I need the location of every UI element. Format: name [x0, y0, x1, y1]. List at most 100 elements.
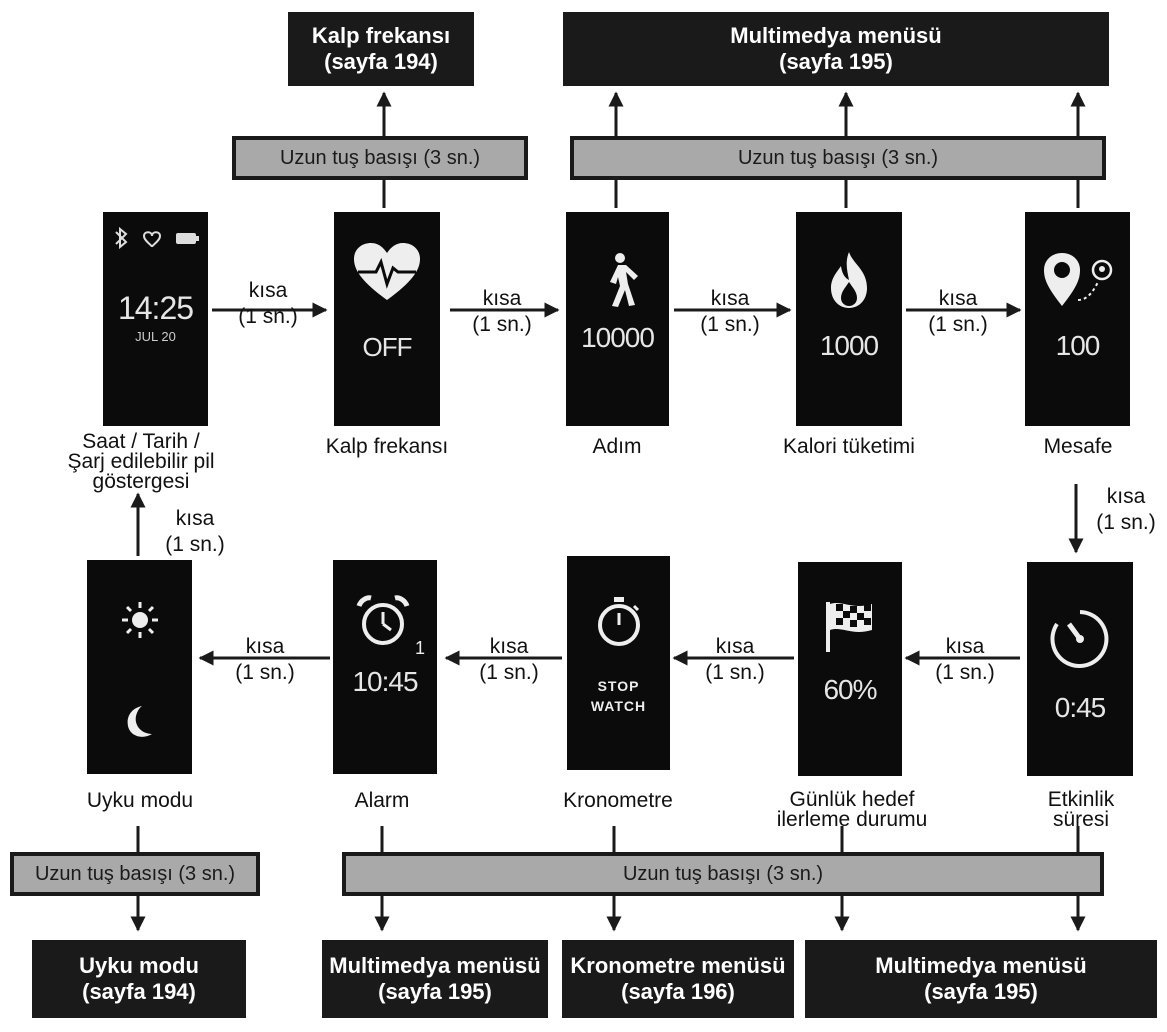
calories-value: 1000 [819, 330, 879, 361]
short-label-text: kısa [248, 279, 288, 302]
caption-stopwatch: Kronometre [544, 790, 692, 811]
caption-activity-line1: Etkinlik [1047, 788, 1115, 811]
long-press-bar-heart: Uzun tuş basışı (3 sn.) [232, 136, 528, 180]
timer-icon [1050, 610, 1109, 668]
short-label-text: kısa [245, 635, 285, 658]
caption-sleep: Uyku modu [62, 790, 218, 811]
bluetooth-icon [114, 226, 127, 250]
screen-clock: 14:25 JUL 20 [103, 212, 208, 426]
caption-activity-line2: süresi [1052, 808, 1110, 831]
location-pin-icon [1043, 253, 1112, 306]
dest-sleep: Uyku modu (sayfa 194) [32, 940, 246, 1018]
dest-heart-page: (sayfa 194) [324, 49, 438, 74]
moon-icon [127, 706, 152, 737]
caption-stopwatch-text: Kronometre [563, 789, 673, 812]
steps-value: 10000 [581, 322, 655, 353]
caption-clock-line2: Şarj edilebilir pil [67, 450, 215, 473]
caption-clock-line1: Saat / Tarih / [82, 430, 200, 453]
short-label-text: kısa [715, 635, 755, 658]
caption-distance-text: Mesafe [1043, 435, 1113, 458]
dest-stopwatch-menu: Kronometre menüsü (sayfa 196) [562, 940, 794, 1018]
caption-calories-text: Kalori tüketimi [783, 435, 915, 458]
dest-heart-title: Kalp frekansı [311, 23, 451, 48]
battery-icon [175, 233, 196, 244]
dest-multimedia-title: Multimedya menüsü [730, 23, 942, 48]
alarm-clock-icon [356, 595, 410, 645]
heart-value: OFF [362, 332, 413, 362]
caption-heart-text: Kalp frekansı [325, 435, 449, 458]
caption-goal-line1: Günlük hedef [789, 788, 915, 811]
short-label-text: kısa [945, 635, 985, 658]
stopwatch-icon [597, 597, 640, 646]
screen-calories: 1000 [796, 212, 902, 426]
clock-date: JUL 20 [135, 329, 176, 344]
screen-heart: OFF [334, 212, 440, 426]
dest-multimedia-top: Multimedya menüsü (sayfa 195) [563, 12, 1109, 86]
short-duration-text: (1 sn.) [472, 313, 532, 336]
walking-person-icon [609, 253, 638, 307]
short-label-text: kısa [938, 287, 978, 310]
long-press-bar-top: Uzun tuş basışı (3 sn.) [570, 136, 1106, 180]
dest-stopwatch-title: Kronometre menüsü [570, 953, 786, 978]
dest-multimedia-b-title: Multimedya menüsü [875, 953, 1087, 978]
short-duration-text: (1 sn.) [165, 533, 225, 556]
screen-stopwatch: STOP WATCH [567, 556, 670, 770]
dest-multimedia-a-page: (sayfa 195) [378, 979, 492, 1004]
distance-value: 100 [1055, 330, 1101, 361]
short-label-text: kısa [489, 635, 529, 658]
short-label-distance-activity: kısa (1 sn.) [1084, 484, 1167, 536]
checkered-flag-icon [826, 602, 872, 652]
dest-stopwatch-page: (sayfa 196) [621, 979, 735, 1004]
long-press-bar-bottom: Uzun tuş basışı (3 sn.) [342, 852, 1104, 896]
screen-sleep [87, 560, 192, 774]
dest-multimedia-a: Multimedya menüsü (sayfa 195) [322, 940, 548, 1018]
short-duration-text: (1 sn.) [928, 313, 988, 336]
caption-calories: Kalori tüketimi [764, 436, 934, 457]
short-label-steps-calories: kısa (1 sn.) [680, 286, 780, 338]
screen-distance: 100 [1025, 212, 1130, 426]
caption-goal: Günlük hedef ilerleme durumu [764, 788, 940, 831]
stopwatch-line1: STOP [597, 678, 640, 694]
short-label-activity-goal: kısa (1 sn.) [912, 634, 1018, 686]
heart-pulse-icon [354, 243, 420, 300]
screen-goal: 60% [798, 562, 902, 776]
long-press-bar-sleep: Uzun tuş basışı (3 sn.) [10, 852, 260, 896]
short-label-goal-stopwatch: kısa (1 sn.) [682, 634, 788, 686]
screen-alarm: 1 10:45 [333, 560, 437, 774]
stopwatch-line2: WATCH [590, 698, 647, 714]
dest-sleep-title: Uyku modu [79, 953, 199, 978]
short-label-clock-heart: kısa (1 sn.) [218, 278, 318, 330]
short-duration-text: (1 sn.) [705, 661, 765, 684]
sun-icon [121, 602, 158, 638]
caption-distance: Mesafe [1016, 436, 1140, 457]
dest-multimedia-page: (sayfa 195) [779, 49, 893, 74]
caption-clock-line3: göstergesi [92, 470, 190, 493]
heart-outline-icon [142, 231, 161, 248]
short-label-sleep-clock: kısa (1 sn.) [150, 506, 240, 558]
caption-clock: Saat / Tarih / Şarj edilebilir pil göste… [30, 430, 252, 493]
caption-activity: Etkinlik süresi [1026, 788, 1136, 831]
short-label-heart-steps: kısa (1 sn.) [452, 286, 552, 338]
status-icons [114, 226, 199, 250]
short-label-text: kısa [482, 287, 522, 310]
short-duration-text: (1 sn.) [235, 661, 295, 684]
alarm-badge: 1 [415, 638, 426, 658]
dest-heart-rate: Kalp frekansı (sayfa 194) [288, 12, 474, 86]
short-duration-text: (1 sn.) [238, 305, 298, 328]
caption-sleep-text: Uyku modu [86, 789, 194, 812]
dest-multimedia-a-title: Multimedya menüsü [329, 953, 541, 978]
caption-alarm: Alarm [322, 790, 442, 811]
dest-multimedia-b: Multimedya menüsü (sayfa 195) [805, 940, 1157, 1018]
dest-multimedia-b-page: (sayfa 195) [924, 979, 1038, 1004]
caption-goal-line2: ilerleme durumu [776, 808, 928, 831]
alarm-value: 10:45 [352, 666, 418, 697]
flame-icon [831, 252, 867, 308]
short-duration-text: (1 sn.) [700, 313, 760, 336]
screen-activity: 0:45 [1027, 562, 1133, 776]
activity-value: 0:45 [1054, 692, 1106, 723]
clock-time: 14:25 [117, 290, 194, 326]
caption-steps: Adım [552, 436, 682, 457]
caption-steps-text: Adım [592, 435, 642, 458]
short-label-text: kısa [175, 507, 215, 530]
